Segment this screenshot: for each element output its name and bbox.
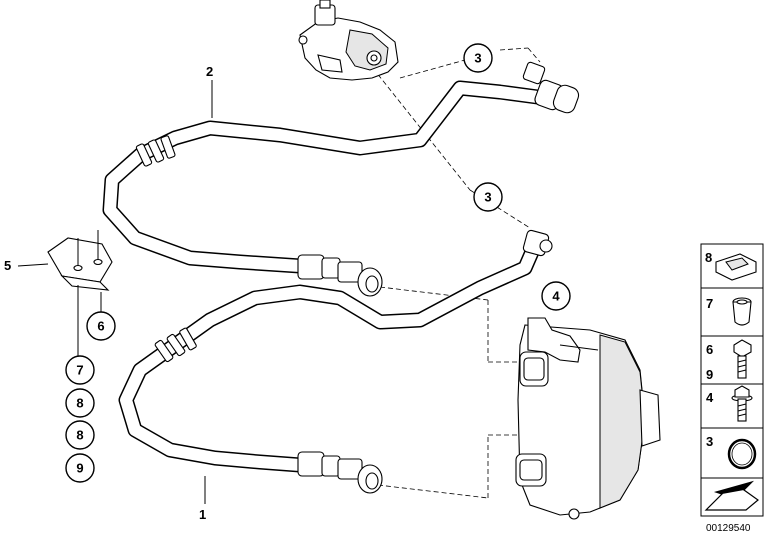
svg-text:8: 8: [76, 396, 83, 411]
bolt-flange-icon: [731, 385, 753, 422]
callout-4: 4: [541, 281, 571, 311]
hose-2-label: 2: [206, 64, 213, 79]
svg-text:8: 8: [705, 250, 712, 265]
legend-row-bolt-6-9: 6 9: [700, 335, 764, 385]
legend-row-sleeve: 7: [700, 287, 764, 337]
legend-arrow-row: [700, 477, 764, 517]
hose-1: [118, 229, 553, 494]
callout-3-mid: 3: [473, 182, 503, 212]
svg-text:3: 3: [474, 51, 481, 66]
svg-text:8: 8: [76, 428, 83, 443]
bolt-icon: [733, 339, 752, 379]
hose-2: [102, 61, 580, 297]
svg-text:7: 7: [76, 363, 83, 378]
callout-8a: 8: [65, 388, 95, 418]
svg-text:6: 6: [706, 342, 713, 357]
sleeve-icon: [732, 297, 752, 326]
svg-text:4: 4: [706, 390, 714, 405]
legend-row-o-ring: 3: [700, 427, 764, 479]
legend-row-clip-nut: 8: [700, 243, 764, 289]
callout-6: 6: [86, 311, 116, 341]
callout-9: 9: [65, 453, 95, 483]
o-ring-icon: [727, 438, 757, 470]
svg-text:9: 9: [706, 367, 713, 382]
thermostat-housing: [298, 0, 399, 81]
parts-legend: 8 7 6 9: [700, 243, 764, 534]
direction-arrow-icon: [704, 480, 759, 511]
legend-row-bolt-4: 4: [700, 383, 764, 429]
callout-8b: 8: [65, 420, 95, 450]
oil-cooler: [515, 317, 661, 520]
svg-text:4: 4: [552, 289, 560, 304]
bracket-5: [47, 230, 113, 291]
bracket-5-label: 5: [4, 258, 11, 273]
svg-text:3: 3: [484, 190, 491, 205]
callout-7: 7: [65, 355, 95, 385]
callout-3-top: 3: [463, 43, 493, 73]
document-number: 00129540: [706, 523, 751, 534]
hose-1-label: 1: [199, 507, 206, 522]
svg-text:3: 3: [706, 434, 713, 449]
svg-text:6: 6: [97, 319, 104, 334]
svg-text:9: 9: [76, 461, 83, 476]
svg-text:7: 7: [706, 296, 713, 311]
clip-nut-icon: [715, 253, 757, 281]
label-leaders: [17, 80, 213, 504]
